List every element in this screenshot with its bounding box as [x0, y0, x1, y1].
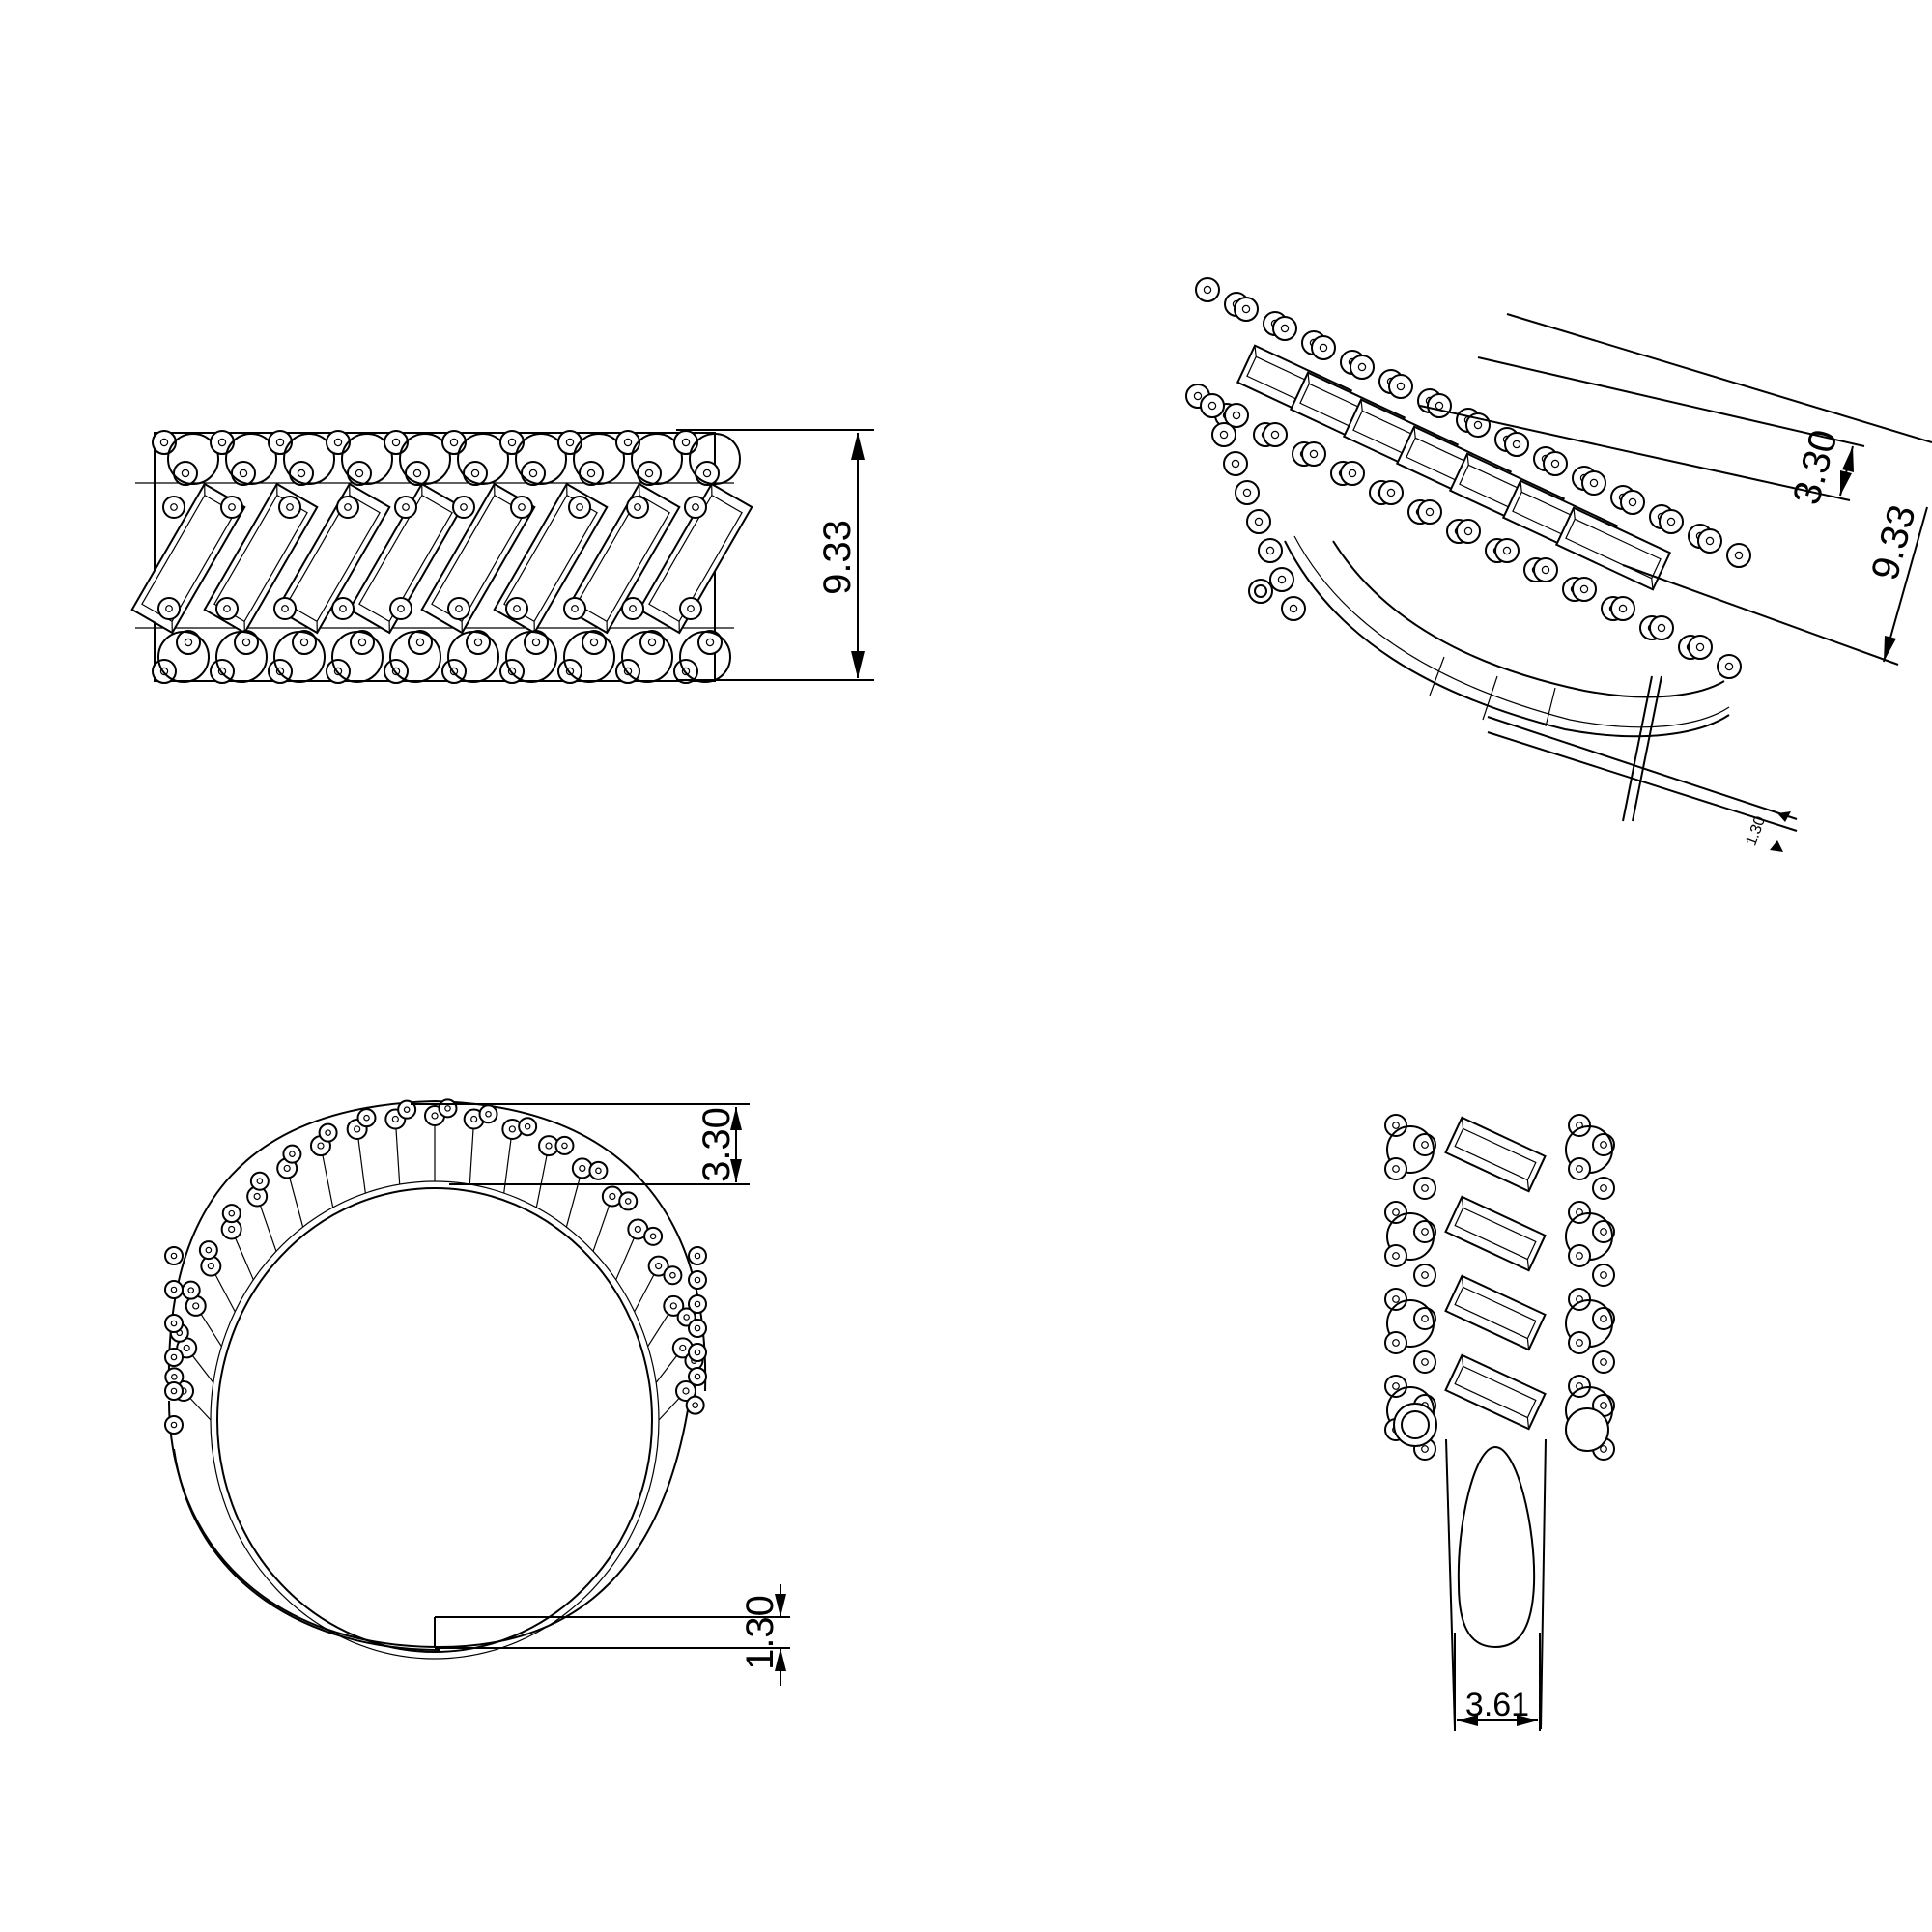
- dimension-label: 3.30: [696, 1107, 738, 1182]
- dimension-label: 9.33: [1863, 500, 1924, 584]
- shank-outer: [1284, 540, 1730, 738]
- baguette-row: [130, 482, 753, 635]
- dimension-profile-shank: 1.30: [434, 1584, 790, 1686]
- dimension-end-shank-width: 3.61: [1454, 1633, 1541, 1731]
- shank-opening: [1457, 1445, 1536, 1649]
- dimension-label: 1.30: [1743, 814, 1769, 848]
- shank-outer: [168, 1390, 692, 1649]
- shank-sides: [1445, 1438, 1547, 1730]
- baguette-column: [1444, 1116, 1547, 1431]
- dimension-persp-shank: 1.30: [1743, 811, 1791, 852]
- dimension-label: 1.30: [739, 1595, 781, 1670]
- prong-beads: [152, 430, 741, 684]
- prong-beads: [1185, 277, 1751, 679]
- dimension-front-width: 9.33: [676, 429, 874, 681]
- dimension-label: 3.30: [1785, 425, 1846, 509]
- dimension-profile-top: 3.30: [411, 1103, 750, 1185]
- side-profile-view: 3.30 1.30: [164, 1098, 790, 1686]
- front-view: 9.33: [130, 429, 874, 684]
- perspective-view: 1.30 3.30 9.33: [1185, 277, 1932, 852]
- ring-inner-circle: [216, 1187, 653, 1653]
- prong-beads: [164, 1098, 707, 1435]
- head-crown-outline: [167, 1099, 707, 1392]
- dimension-label: 9.33: [816, 520, 859, 595]
- dimension-persp-width: 9.33: [1506, 313, 1932, 666]
- end-view: 3.61: [1384, 1114, 1615, 1731]
- baguette-row: [1236, 344, 1672, 591]
- dimension-label: 3.61: [1465, 1687, 1529, 1723]
- shank-inner: [1332, 540, 1725, 698]
